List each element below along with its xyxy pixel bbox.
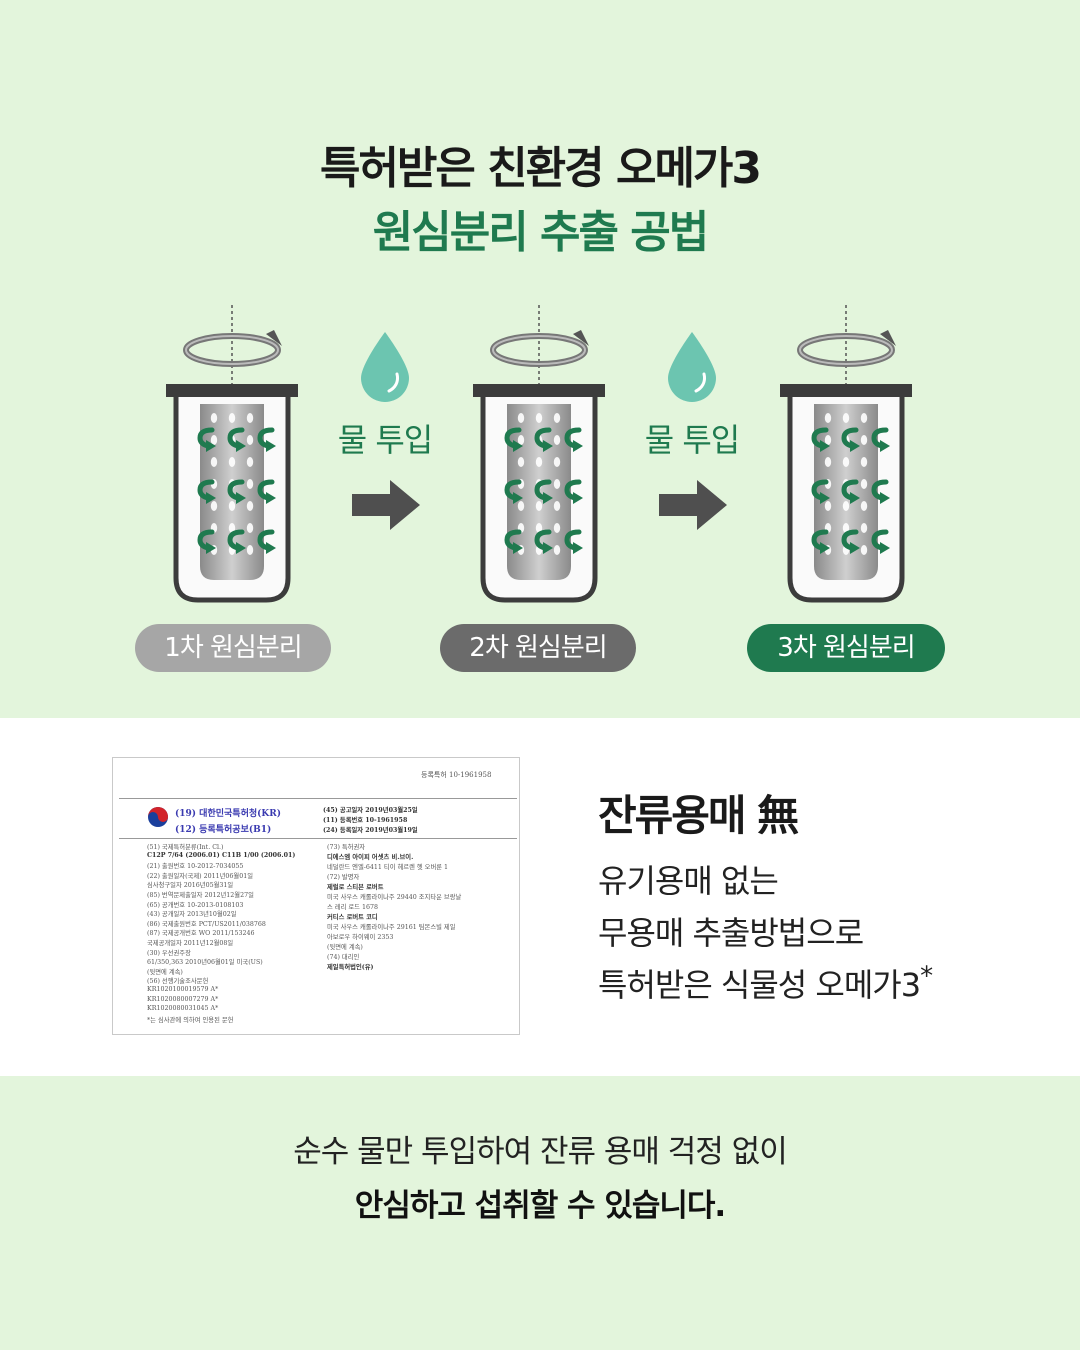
patent-meta: (11) 등록번호 10-1961958 (323, 817, 408, 824)
footer-line1: 순수 물만 투입하여 잔류 용매 걱정 없이 (293, 1134, 787, 1170)
solvent-desc-line: 유기용매 없는 (598, 862, 779, 900)
patent-right-line: (74) 대리인 (327, 954, 360, 961)
patent-left-line: (21) 출원번호 10-2012-7034055 (147, 863, 244, 871)
centrifuge-icon (780, 305, 912, 603)
patent-left-line: (87) 국제공개번호 WO 2011/153246 (147, 930, 255, 938)
right-arrow-icon (352, 480, 420, 530)
headline-line2: 원심분리 추출 공법 (372, 207, 709, 258)
patent-document-image: 등록특허 10-1961958 (19) 대한민국특허청(KR) (12) 등록… (112, 757, 520, 1035)
patent-right-line: 제럴로 스티븐 로버트 (327, 884, 384, 891)
patent-right-line: 네덜란드 엔엘-6411 티이 헤르렌 헷 오버룬 1 (327, 864, 449, 871)
solvent-desc-line: 특허받은 식물성 오메가3* (598, 961, 933, 1004)
patent-left-line: (85) 번역문제출일자 2012년12월27일 (147, 892, 254, 899)
patent-right-line: 디에스엠 아이피 어셋츠 비.브이. (327, 854, 414, 861)
patent-left-line: KR1020080031045 A* (147, 1005, 219, 1013)
patent-left-line: KR1020080007279 A* (147, 995, 219, 1003)
patent-left-line: (43) 공개일자 2013년10월02일 (147, 911, 237, 919)
patent-office: (19) 대한민국특허청(KR) (175, 809, 281, 819)
footer-line2: 안심하고 섭취할 수 있습니다. (354, 1188, 726, 1224)
patent-meta: (24) 등록일자 2019년03월19일 (323, 827, 418, 834)
patent-right-line: 제일특허법인(유) (327, 964, 374, 971)
patent-right-line: 미국 사우스 캐롤라이나주 29440 조지타운 브랑날 (327, 894, 462, 901)
patent-right-line: (72) 발명자 (327, 874, 360, 881)
patent-left-line: (86) 국제출원번호 PCT/US2011/038768 (147, 920, 266, 928)
water-drop-icon (361, 332, 409, 402)
patent-left-line: 국제공개일자 2011년12월08일 (147, 940, 234, 947)
step-1-label: 1차 원심분리 (135, 624, 331, 672)
patent-left-line: (뒷면에 계속) (147, 968, 183, 976)
patent-left-line: (65) 공개번호 10-2013-0108103 (147, 901, 244, 909)
patent-right-line: 커티스 로버트 코디 (327, 914, 378, 921)
right-arrow-icon (659, 480, 727, 530)
taegeuk-logo-icon (148, 807, 168, 827)
patent-left-line: (22) 출원일자(국제) 2011년06월01일 (147, 872, 254, 880)
patent-right-line: 아보로우 하이웨이 2353 (327, 934, 394, 941)
centrifuge-icon (473, 305, 605, 603)
patent-left-line: C12P 7/64 (2006.01) C11B 1/00 (2006.01) (147, 851, 296, 859)
patent-right-line: (73) 특허권자 (327, 844, 366, 851)
footnote-star: * (920, 961, 933, 992)
water-drop-icon (668, 332, 716, 402)
water-input-label: 물 투입 (644, 421, 741, 459)
patent-left-line: 심사청구일자 2016년05월31일 (147, 882, 234, 890)
patent-left-line: 61/350,363 2010년06월01일 미국(US) (147, 959, 263, 967)
patent-left-line: KR1020100019579 A* (147, 986, 219, 993)
patent-gazette: (12) 등록특허공보(B1) (175, 825, 272, 835)
footer-section (0, 1076, 1080, 1350)
patent-left-line: (56) 선행기술조사문헌 (147, 978, 209, 986)
step-3-label: 3차 원심분리 (747, 624, 945, 672)
step-2-label: 2차 원심분리 (440, 624, 636, 672)
patent-right-line: (뒷면에 계속) (327, 944, 363, 951)
solvent-title: 잔류용매 無 (598, 791, 799, 840)
patent-left-line: *는 심사관에 의하여 인용된 문헌 (147, 1016, 234, 1024)
solvent-desc-line: 무용매 추출방법으로 (598, 914, 864, 952)
patent-right-line: 스 레리 로드 1678 (327, 904, 378, 911)
patent-right-line: 미국 사우스 캐롤라이나주 29161 팀몬스빌 제일 (327, 924, 456, 931)
patent-left-line: (51) 국제특허분류(Int. Cl.) (147, 844, 224, 851)
centrifuge-icon (166, 305, 298, 603)
patent-left-line: (30) 우선권주장 (147, 949, 191, 957)
water-input-label: 물 투입 (337, 421, 434, 459)
headline-line1: 특허받은 친환경 오메가3 (319, 143, 762, 194)
patent-reg-number: 등록특허 10-1961958 (421, 771, 492, 779)
patent-meta: (45) 공고일자 2019년03월25일 (323, 807, 418, 814)
